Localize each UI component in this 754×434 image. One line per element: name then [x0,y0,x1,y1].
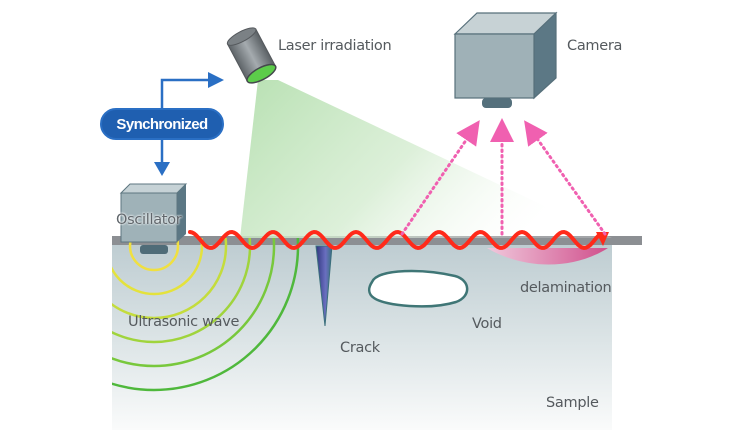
delamination-label: delamination [520,280,612,296]
ultrasonic-ring [112,238,228,320]
ultrasonic-wave-label: Ultrasonic wave [128,314,240,330]
laser-irradiation-label: Laser irradiation [278,38,392,54]
synchronized-label: Synchronized [116,115,208,133]
oscillator-label: Oscillator [116,212,182,228]
synchronized-badge: Synchronized [100,108,224,140]
oscillator-device [119,183,188,254]
crack-label: Crack [340,340,380,356]
void [368,269,469,308]
camera-label: Camera [567,38,623,54]
sample-label: Sample [546,395,599,411]
camera-rays [400,118,607,236]
laser-beam [240,80,612,238]
arrow-to-laser-icon [208,72,224,88]
ultrasonic-ring [128,238,180,272]
crack [315,245,333,327]
camera-device [453,11,558,108]
arrow-to-oscillator-icon [154,162,170,176]
sync-connector [160,78,210,164]
sample-surface [112,236,642,245]
sample-block [112,238,612,430]
delamination [487,248,608,265]
ultrasonic-ring [112,238,276,368]
surface-wave [188,229,602,251]
laser-head [226,27,277,84]
surface-wave-arrowhead [596,232,609,246]
void-label: Void [472,316,502,332]
ultrasonic-ring [112,238,204,296]
